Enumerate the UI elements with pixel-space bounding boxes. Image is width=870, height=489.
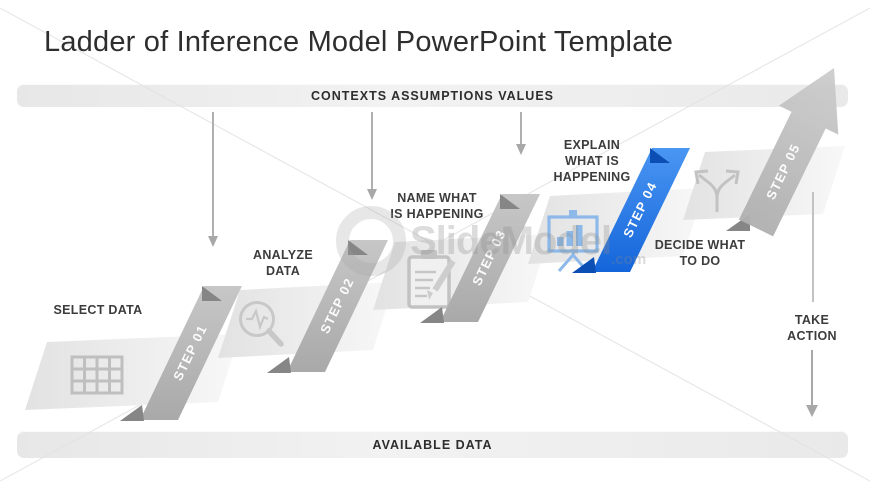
- contexts-banner-label: CONTEXTS ASSUMPTIONS VALUES: [311, 88, 554, 103]
- available-data-banner: AVAILABLE DATA: [17, 431, 848, 458]
- ribbon-label-step-5: STEP 05: [763, 141, 803, 202]
- available-data-banner-label: AVAILABLE DATA: [372, 437, 493, 452]
- table-grid-icon: [70, 355, 124, 395]
- step-3-label: NAME WHAT IS HAPPENING: [390, 191, 484, 221]
- take-action-label: TAKE ACTION: [787, 313, 837, 343]
- ribbon-folds: [120, 194, 750, 421]
- step-4-label: EXPLAIN WHAT IS HAPPENING: [553, 138, 631, 184]
- take-action-down-arrowhead: [806, 405, 818, 417]
- step-2-label: ANALYZE DATA: [253, 248, 313, 278]
- watermark-brand: SlideModel: [410, 218, 612, 263]
- ribbon-label-step-3: STEP 03: [469, 227, 509, 288]
- watermark-suffix: .com: [611, 251, 647, 268]
- tread-step-2: [218, 282, 395, 358]
- watermark: SlideModel .com: [336, 206, 646, 276]
- upward-arrow: [738, 68, 839, 237]
- step-1-label: SELECT DATA: [53, 303, 143, 317]
- ribbon-label-step-1: STEP 01: [170, 322, 210, 383]
- ribbon-label-step-2: STEP 02: [317, 275, 357, 336]
- ribbon-label-step-4: STEP 04: [620, 179, 660, 240]
- page-title: Ladder of Inference Model PowerPoint Tem…: [44, 26, 674, 58]
- tread-step-5: [683, 146, 845, 220]
- tread-step-3: [373, 234, 550, 310]
- presentation-chart-icon: [547, 210, 599, 272]
- contexts-banner: CONTEXTS ASSUMPTIONS VALUES: [17, 84, 848, 107]
- tread-step-1: [25, 334, 240, 410]
- ribbon-step-1: [140, 286, 242, 420]
- branch-arrows-icon: [694, 169, 740, 212]
- magnifier-pulse-icon: [239, 301, 284, 347]
- clipboard-pencil-icon: [407, 250, 456, 309]
- step-5-label: DECIDE WHAT TO DO: [654, 238, 746, 268]
